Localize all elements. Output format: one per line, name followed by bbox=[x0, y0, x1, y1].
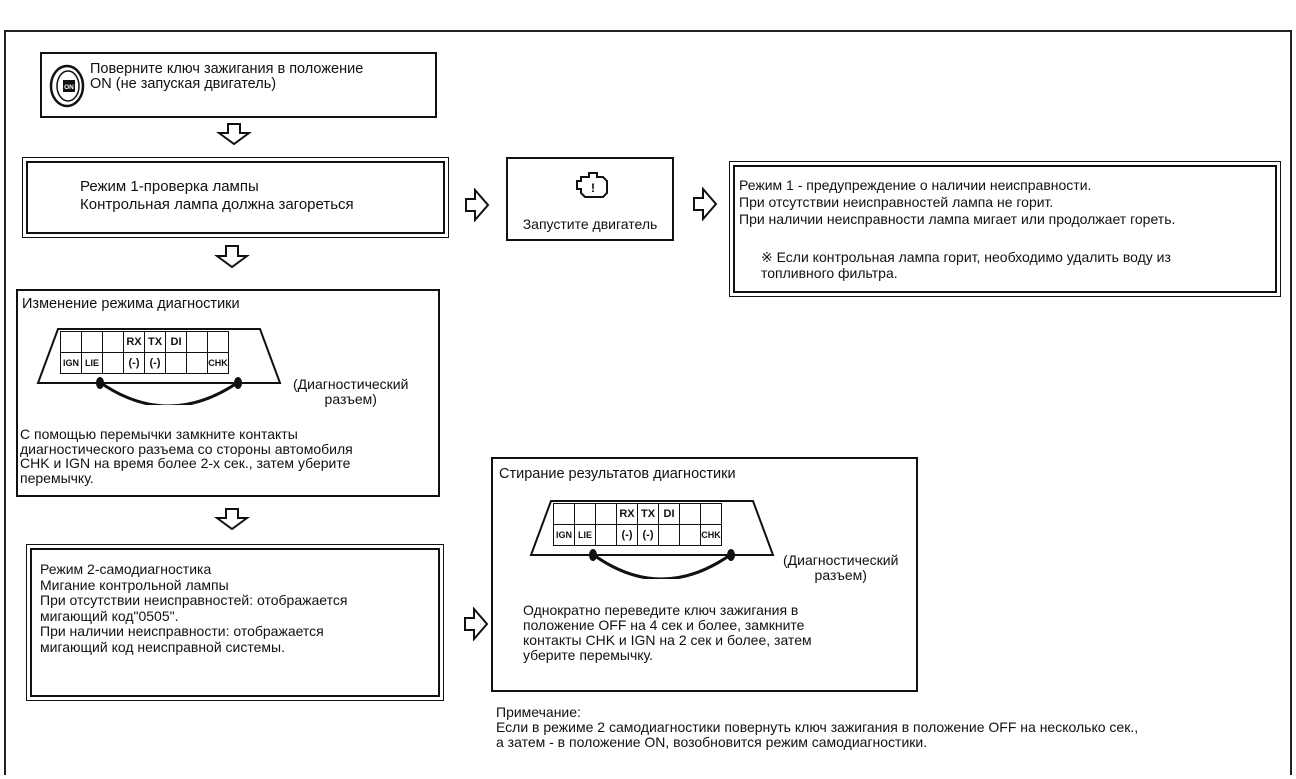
change-mode-box: Изменение режима диагностики RX TX DI IG… bbox=[16, 289, 440, 497]
start-engine-text: Запустите двигатель bbox=[522, 216, 658, 232]
pin: CHK bbox=[207, 352, 229, 374]
lamp-check-box: Режим 1-проверка лампы Контрольная лампа… bbox=[22, 157, 449, 238]
erase-connector-label: (Диагностический разъем) bbox=[783, 552, 899, 583]
change-mode-text: С помощью перемычки замкните контакты ди… bbox=[20, 426, 353, 486]
svg-text:!: ! bbox=[591, 181, 595, 195]
arrow-right-3 bbox=[464, 607, 489, 641]
mode1-warning-text: Режим 1 - предупреждение о наличии неисп… bbox=[739, 177, 1176, 227]
connector-outline bbox=[529, 500, 775, 579]
erase-text: Однократно переведите ключ зажигания в п… bbox=[523, 602, 812, 663]
arrow-right-1 bbox=[465, 188, 490, 222]
erase-box: Стирание результатов диагностики RX TX D… bbox=[491, 457, 918, 692]
start-engine-box: ! Запустите двигатель bbox=[506, 157, 674, 241]
connector-label: (Диагностический разъем) bbox=[293, 376, 409, 407]
mode1-warning-box: Режим 1 - предупреждение о наличии неисп… bbox=[729, 161, 1281, 297]
step1-box: ON Поверните ключ зажигания в положение … bbox=[40, 52, 437, 118]
jumper-wire bbox=[97, 379, 241, 405]
footnote-text: Если в режиме 2 самодиагностики повернут… bbox=[496, 719, 1139, 750]
connector-pins: RX TX DI IGN LIE (-) (-) CHK bbox=[553, 503, 722, 546]
connector-outline bbox=[36, 328, 282, 405]
pin: IGN bbox=[553, 524, 575, 546]
mode2-box: Режим 2-самодиагностика Мигание контроль… bbox=[26, 544, 444, 701]
arrow-right-2 bbox=[693, 187, 718, 221]
jumper-wire bbox=[590, 551, 734, 579]
step1-text: Поверните ключ зажигания в положение ON … bbox=[90, 61, 364, 92]
connector-bottom-row: IGN LIE (-) (-) CHK bbox=[60, 352, 229, 374]
mode1-warning-note: ※ Если контрольная лампа горит, необходи… bbox=[761, 249, 1171, 281]
diagnostic-connector: RX TX DI IGN LIE (-) (-) CHK bbox=[553, 503, 722, 546]
pin: CHK bbox=[700, 524, 722, 546]
pin: LIE bbox=[81, 352, 103, 374]
change-mode-title: Изменение режима диагностики bbox=[22, 296, 240, 312]
arrow-down-2 bbox=[214, 245, 250, 269]
connector-pins: RX TX DI IGN LIE (-) (-) CHK bbox=[60, 331, 229, 374]
diagram-frame bbox=[4, 30, 1292, 775]
footnote-title: Примечание: bbox=[496, 704, 581, 720]
ignition-key-icon: ON bbox=[49, 64, 85, 108]
diagnostic-connector: RX TX DI IGN LIE (-) (-) CHK bbox=[60, 331, 229, 374]
key-on-label: ON bbox=[64, 84, 74, 91]
connector-bottom-row: IGN LIE (-) (-) CHK bbox=[553, 524, 722, 546]
check-engine-lamp-icon: ! bbox=[576, 172, 608, 198]
arrow-down-3 bbox=[214, 508, 250, 531]
mode2-text: Режим 2-самодиагностика Мигание контроль… bbox=[40, 561, 348, 655]
arrow-down-1 bbox=[216, 123, 252, 146]
pin: IGN bbox=[60, 352, 82, 374]
erase-title: Стирание результатов диагностики bbox=[499, 466, 736, 482]
lamp-check-text: Режим 1-проверка лампы Контрольная лампа… bbox=[80, 178, 354, 213]
